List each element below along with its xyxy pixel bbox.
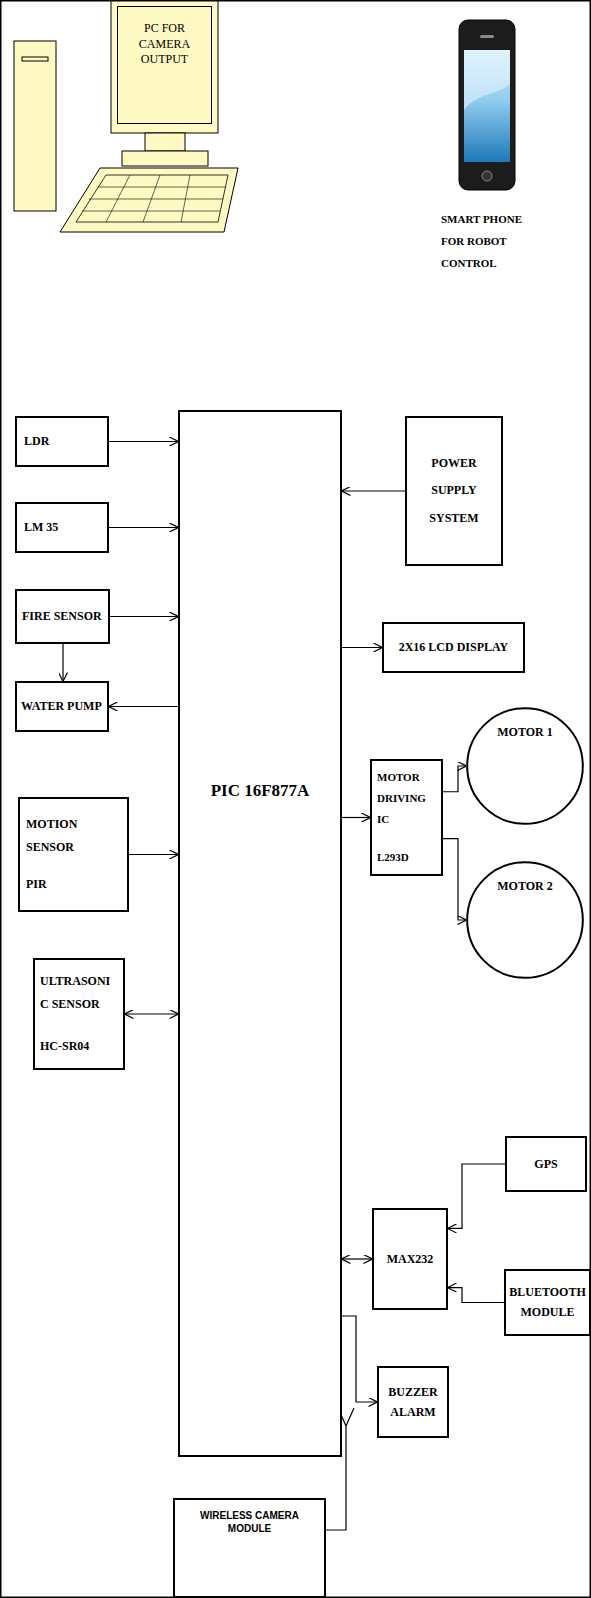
circle-outline [467, 708, 583, 824]
connector-arrow [448, 1288, 504, 1303]
pc-tower [14, 41, 56, 211]
component-box: PIC 16F877A [178, 410, 342, 1457]
circle-outline [467, 862, 583, 978]
component-box: WATER PUMP [15, 681, 109, 732]
component-name: FIRE SENSOR [22, 609, 104, 624]
phone-speaker [480, 35, 494, 38]
connector-arrow [110, 616, 178, 617]
connector-arrow [62, 644, 63, 681]
component-box: MOTOR DRIVING IC L293D [370, 759, 443, 876]
connector-arrow [109, 441, 178, 442]
component-box: BLUETOOTH MODULE [504, 1269, 591, 1336]
monitor-frame [111, 1, 218, 133]
phone-button [482, 171, 492, 181]
component-name: ULTRASONI C SENSOR [40, 970, 112, 1016]
component-box: MAX232 [372, 1208, 448, 1310]
component-box: MOTION SENSOR PIR [18, 797, 129, 912]
component-name: BUZZER ALARM [382, 1382, 444, 1423]
component-name: WATER PUMP [21, 699, 104, 714]
part-number: L293D [377, 847, 438, 868]
component-name: LDR [24, 434, 103, 449]
component-box: 2X16 LCD DISPLAY [382, 622, 525, 673]
component-box: POWER SUPPLY SYSTEM [405, 416, 503, 566]
connector-arrow [342, 647, 382, 648]
connector-arrow [443, 766, 466, 792]
component-name: MOTOR 2 [476, 879, 574, 894]
connector-arrow [342, 1258, 372, 1259]
component-name: GPS [511, 1157, 581, 1172]
component-name: MAX232 [378, 1252, 442, 1267]
component-name: LM 35 [24, 520, 103, 535]
component-name: MOTOR 1 [476, 725, 574, 740]
screen-shine [464, 50, 510, 110]
part-number: HC-SR04 [40, 1035, 112, 1058]
part-number: PIR [26, 873, 107, 896]
device-caption: SMART PHONE FOR ROBOT CONTROL [441, 208, 537, 274]
circle-outline [466, 861, 584, 979]
component-name: BLUETOOTH MODULE [509, 1283, 586, 1321]
phone-body [459, 20, 515, 190]
component-name: PC FOR CAMERA OUTPUT [135, 21, 194, 68]
connector-arrow [109, 527, 178, 528]
phone-screen [464, 50, 510, 162]
connector-arrow [342, 490, 405, 491]
motor-circle: MOTOR 2 [466, 861, 584, 979]
component-name: WIRELESS CAMERA MODULE [179, 1510, 320, 1535]
connector-arrow [342, 1316, 377, 1402]
key-grid [82, 175, 226, 222]
component-box: BUZZER ALARM [377, 1366, 449, 1438]
component-box: GPS [505, 1136, 587, 1192]
motor-circle: MOTOR 1 [466, 707, 584, 825]
drive-slot [22, 57, 48, 61]
component-name: MOTOR DRIVING IC [377, 767, 438, 830]
connector-arrow [443, 839, 466, 920]
component-name: MOTION SENSOR [26, 813, 107, 859]
circle-outline [466, 707, 584, 825]
component-box: LM 35 [15, 502, 109, 553]
component-name: 2X16 LCD DISPLAY [388, 640, 519, 655]
keyboard-keys [76, 175, 228, 222]
component-name: POWER SUPPLY SYSTEM [421, 450, 487, 533]
component-box: LDR [15, 416, 109, 467]
monitor-neck [145, 133, 185, 151]
component-name: PIC 16F877A [184, 780, 336, 801]
component-box: WIRELESS CAMERA MODULE [173, 1498, 326, 1598]
component-box: ULTRASONI C SENSOR HC-SR04 [33, 958, 125, 1070]
connector-arrow [125, 1013, 178, 1014]
connector-arrow [448, 1164, 505, 1228]
keyboard [60, 168, 238, 232]
monitor-screen: PC FOR CAMERA OUTPUT [117, 6, 212, 124]
monitor-base [122, 151, 208, 166]
connector-arrow [109, 706, 178, 707]
component-box: FIRE SENSOR [15, 589, 110, 644]
connector-arrow [129, 854, 178, 855]
connector-arrow [342, 817, 370, 818]
